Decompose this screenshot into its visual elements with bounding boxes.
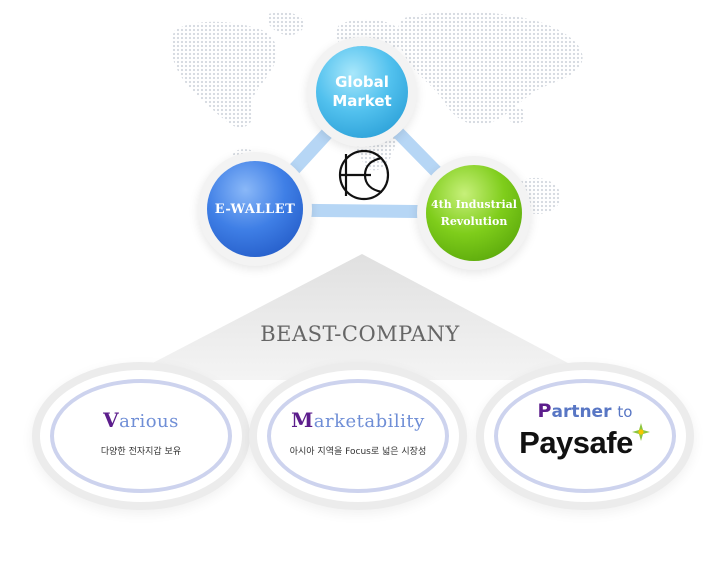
- title-rest: arious: [119, 410, 179, 432]
- card-marketability-title: Marketability: [291, 408, 425, 432]
- card-ring: [267, 379, 449, 493]
- title-initial: V: [103, 407, 120, 432]
- card-various: Various 다양한 전자지갑 보유: [40, 370, 242, 502]
- company-title: BEAST-COMPANY: [260, 322, 460, 346]
- global-line2: Market: [332, 92, 392, 110]
- title-initial: P: [537, 400, 552, 422]
- card-ring: [494, 379, 676, 493]
- card-various-subtitle: 다양한 전자지갑 보유: [100, 446, 182, 457]
- paysafe-plus-icon: [631, 423, 650, 441]
- title-to: to: [617, 403, 633, 421]
- card-partner-title: Partner to: [538, 400, 633, 422]
- global-line1: Global: [335, 73, 389, 91]
- fourth-line2: Revolution: [440, 215, 508, 228]
- card-marketability-subtitle: 아시아 지역을 Focus로 넓은 시장성: [289, 446, 427, 457]
- paysafe-brand: Paysafe: [519, 425, 633, 460]
- title-rest: arketability: [313, 410, 425, 432]
- card-ring: [50, 379, 232, 493]
- hc-monogram-logo-icon: [338, 149, 390, 201]
- pyramid-fan: [120, 254, 600, 380]
- paysafe-logo: Paysafe: [519, 423, 651, 462]
- title-rest: artner: [551, 402, 612, 422]
- fourth-line1: 4th Industrial: [431, 198, 517, 211]
- card-partner: Partner to Paysafe: [484, 370, 686, 502]
- title-initial: M: [291, 407, 314, 432]
- card-marketability: Marketability 아시아 지역을 Focus로 넓은 시장성: [257, 370, 459, 502]
- node-e-wallet: E-WALLET: [207, 161, 303, 257]
- node-global-market: Global Market: [316, 46, 408, 138]
- node-4th-industrial-revolution: 4th Industrial Revolution: [426, 165, 522, 261]
- ewallet-label: E-WALLET: [214, 201, 296, 217]
- card-various-title: Various: [103, 408, 179, 432]
